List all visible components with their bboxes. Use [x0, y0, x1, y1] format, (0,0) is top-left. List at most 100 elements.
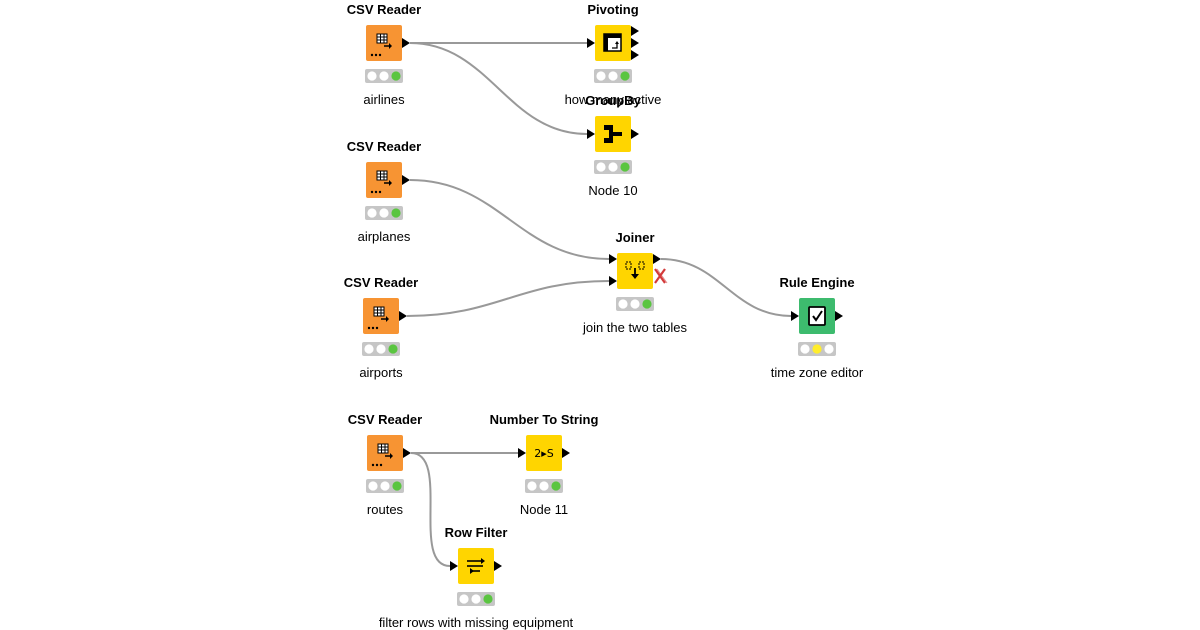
status-light-yellow: [379, 208, 389, 218]
node-status-indicator: [594, 69, 632, 83]
node-annotation[interactable]: Node 10: [588, 183, 637, 198]
output-port[interactable]: [631, 38, 639, 48]
connection-csv-airports-to-joiner[interactable]: [406, 280, 610, 317]
output-port[interactable]: [494, 561, 502, 571]
output-port[interactable]: [631, 129, 639, 139]
number-to-string-icon: 2▸S: [534, 447, 554, 460]
csv-reader-icon: [367, 306, 389, 330]
input-port[interactable]: [518, 448, 526, 458]
output-port[interactable]: [653, 254, 661, 264]
node-annotation[interactable]: join the two tables: [582, 320, 688, 335]
status-light-green: [392, 481, 402, 491]
node-pivoting[interactable]: Pivoting how many active: [565, 2, 662, 107]
node-annotation[interactable]: routes: [367, 502, 404, 517]
input-port[interactable]: [609, 276, 617, 286]
output-port[interactable]: [402, 175, 410, 185]
connection-csv-airplanes-to-joiner[interactable]: [409, 179, 610, 260]
status-light-red: [368, 481, 378, 491]
svg-text:2▸S: 2▸S: [534, 447, 554, 460]
csv-reader-icon: [370, 33, 392, 57]
status-light-green: [391, 208, 401, 218]
node-status-indicator: [525, 479, 563, 493]
status-light-red: [527, 481, 537, 491]
node-title: CSV Reader: [347, 139, 421, 154]
node-annotation[interactable]: how many active: [565, 92, 662, 107]
node-title: Row Filter: [445, 525, 508, 540]
output-port[interactable]: [631, 26, 639, 36]
status-light-green: [551, 481, 561, 491]
status-light-yellow: [812, 344, 822, 354]
node-title: CSV Reader: [348, 412, 422, 427]
node-title: Pivoting: [587, 2, 638, 17]
node-status-indicator: [366, 479, 404, 493]
node-annotation[interactable]: airports: [359, 365, 403, 380]
node-csv-airplanes[interactable]: CSV Reader airplanes: [347, 139, 421, 244]
status-light-green: [620, 71, 630, 81]
node-row-filter[interactable]: Row Filter filter rows with missing equip…: [379, 525, 574, 630]
csv-reader-icon: [370, 170, 392, 194]
status-light-yellow: [380, 481, 390, 491]
status-light-red: [459, 594, 469, 604]
input-port[interactable]: [450, 561, 458, 571]
status-light-red: [618, 299, 628, 309]
status-light-green: [620, 162, 630, 172]
status-light-red: [596, 71, 606, 81]
output-port[interactable]: [631, 50, 639, 60]
output-port[interactable]: [402, 38, 410, 48]
node-title: Number To String: [490, 412, 599, 427]
output-port[interactable]: [562, 448, 570, 458]
node-annotation[interactable]: airlines: [363, 92, 405, 107]
input-port[interactable]: [791, 311, 799, 321]
connection-csv-routes-to-row-filter[interactable]: [410, 452, 451, 567]
joiner-icon: [625, 261, 645, 279]
status-light-green: [388, 344, 398, 354]
node-csv-routes[interactable]: CSV Reader routes: [348, 412, 422, 517]
status-light-red: [364, 344, 374, 354]
node-number-to-string[interactable]: Number To String 2▸S Node 11: [490, 412, 599, 517]
node-status-indicator: [457, 592, 495, 606]
node-title: CSV Reader: [344, 275, 418, 290]
node-annotation[interactable]: airplanes: [358, 229, 411, 244]
status-light-red: [800, 344, 810, 354]
node-rule-engine[interactable]: Rule Engine time zone editor: [771, 275, 864, 380]
connection-csv-airlines-to-groupby[interactable]: [409, 42, 588, 135]
status-light-yellow: [539, 481, 549, 491]
status-light-yellow: [630, 299, 640, 309]
pivoting-icon: [603, 33, 622, 52]
output-port[interactable]: [835, 311, 843, 321]
node-title: GroupBy: [585, 93, 641, 108]
status-light-yellow: [608, 162, 618, 172]
node-status-indicator: [365, 69, 403, 83]
node-status-indicator: [594, 160, 632, 174]
status-light-yellow: [608, 71, 618, 81]
input-port[interactable]: [609, 254, 617, 264]
node-annotation[interactable]: Node 11: [520, 502, 568, 517]
rule-engine-icon: [808, 306, 826, 326]
node-annotation[interactable]: filter rows with missing equipment: [379, 615, 574, 630]
node-annotation[interactable]: time zone editor: [771, 365, 864, 380]
status-light-green: [483, 594, 493, 604]
input-port[interactable]: [587, 129, 595, 139]
status-light-green: [391, 71, 401, 81]
node-status-indicator: [616, 297, 654, 311]
status-light-green: [824, 344, 834, 354]
input-port[interactable]: [587, 38, 595, 48]
node-title: Rule Engine: [779, 275, 854, 290]
output-port[interactable]: [399, 311, 407, 321]
node-status-indicator: [362, 342, 400, 356]
groupby-icon: [604, 125, 622, 143]
connection-joiner-to-rule-engine[interactable]: [660, 258, 792, 317]
node-status-indicator: [798, 342, 836, 356]
csv-reader-icon: [371, 443, 393, 467]
row-filter-icon: [467, 558, 485, 574]
node-icon-box[interactable]: [526, 435, 562, 471]
node-joiner[interactable]: Joiner join the two tables: [582, 230, 688, 335]
node-csv-airports[interactable]: CSV Reader airports: [344, 275, 418, 380]
status-light-green: [642, 299, 652, 309]
status-light-red: [596, 162, 606, 172]
output-port[interactable]: [403, 448, 411, 458]
node-title: Joiner: [615, 230, 654, 245]
